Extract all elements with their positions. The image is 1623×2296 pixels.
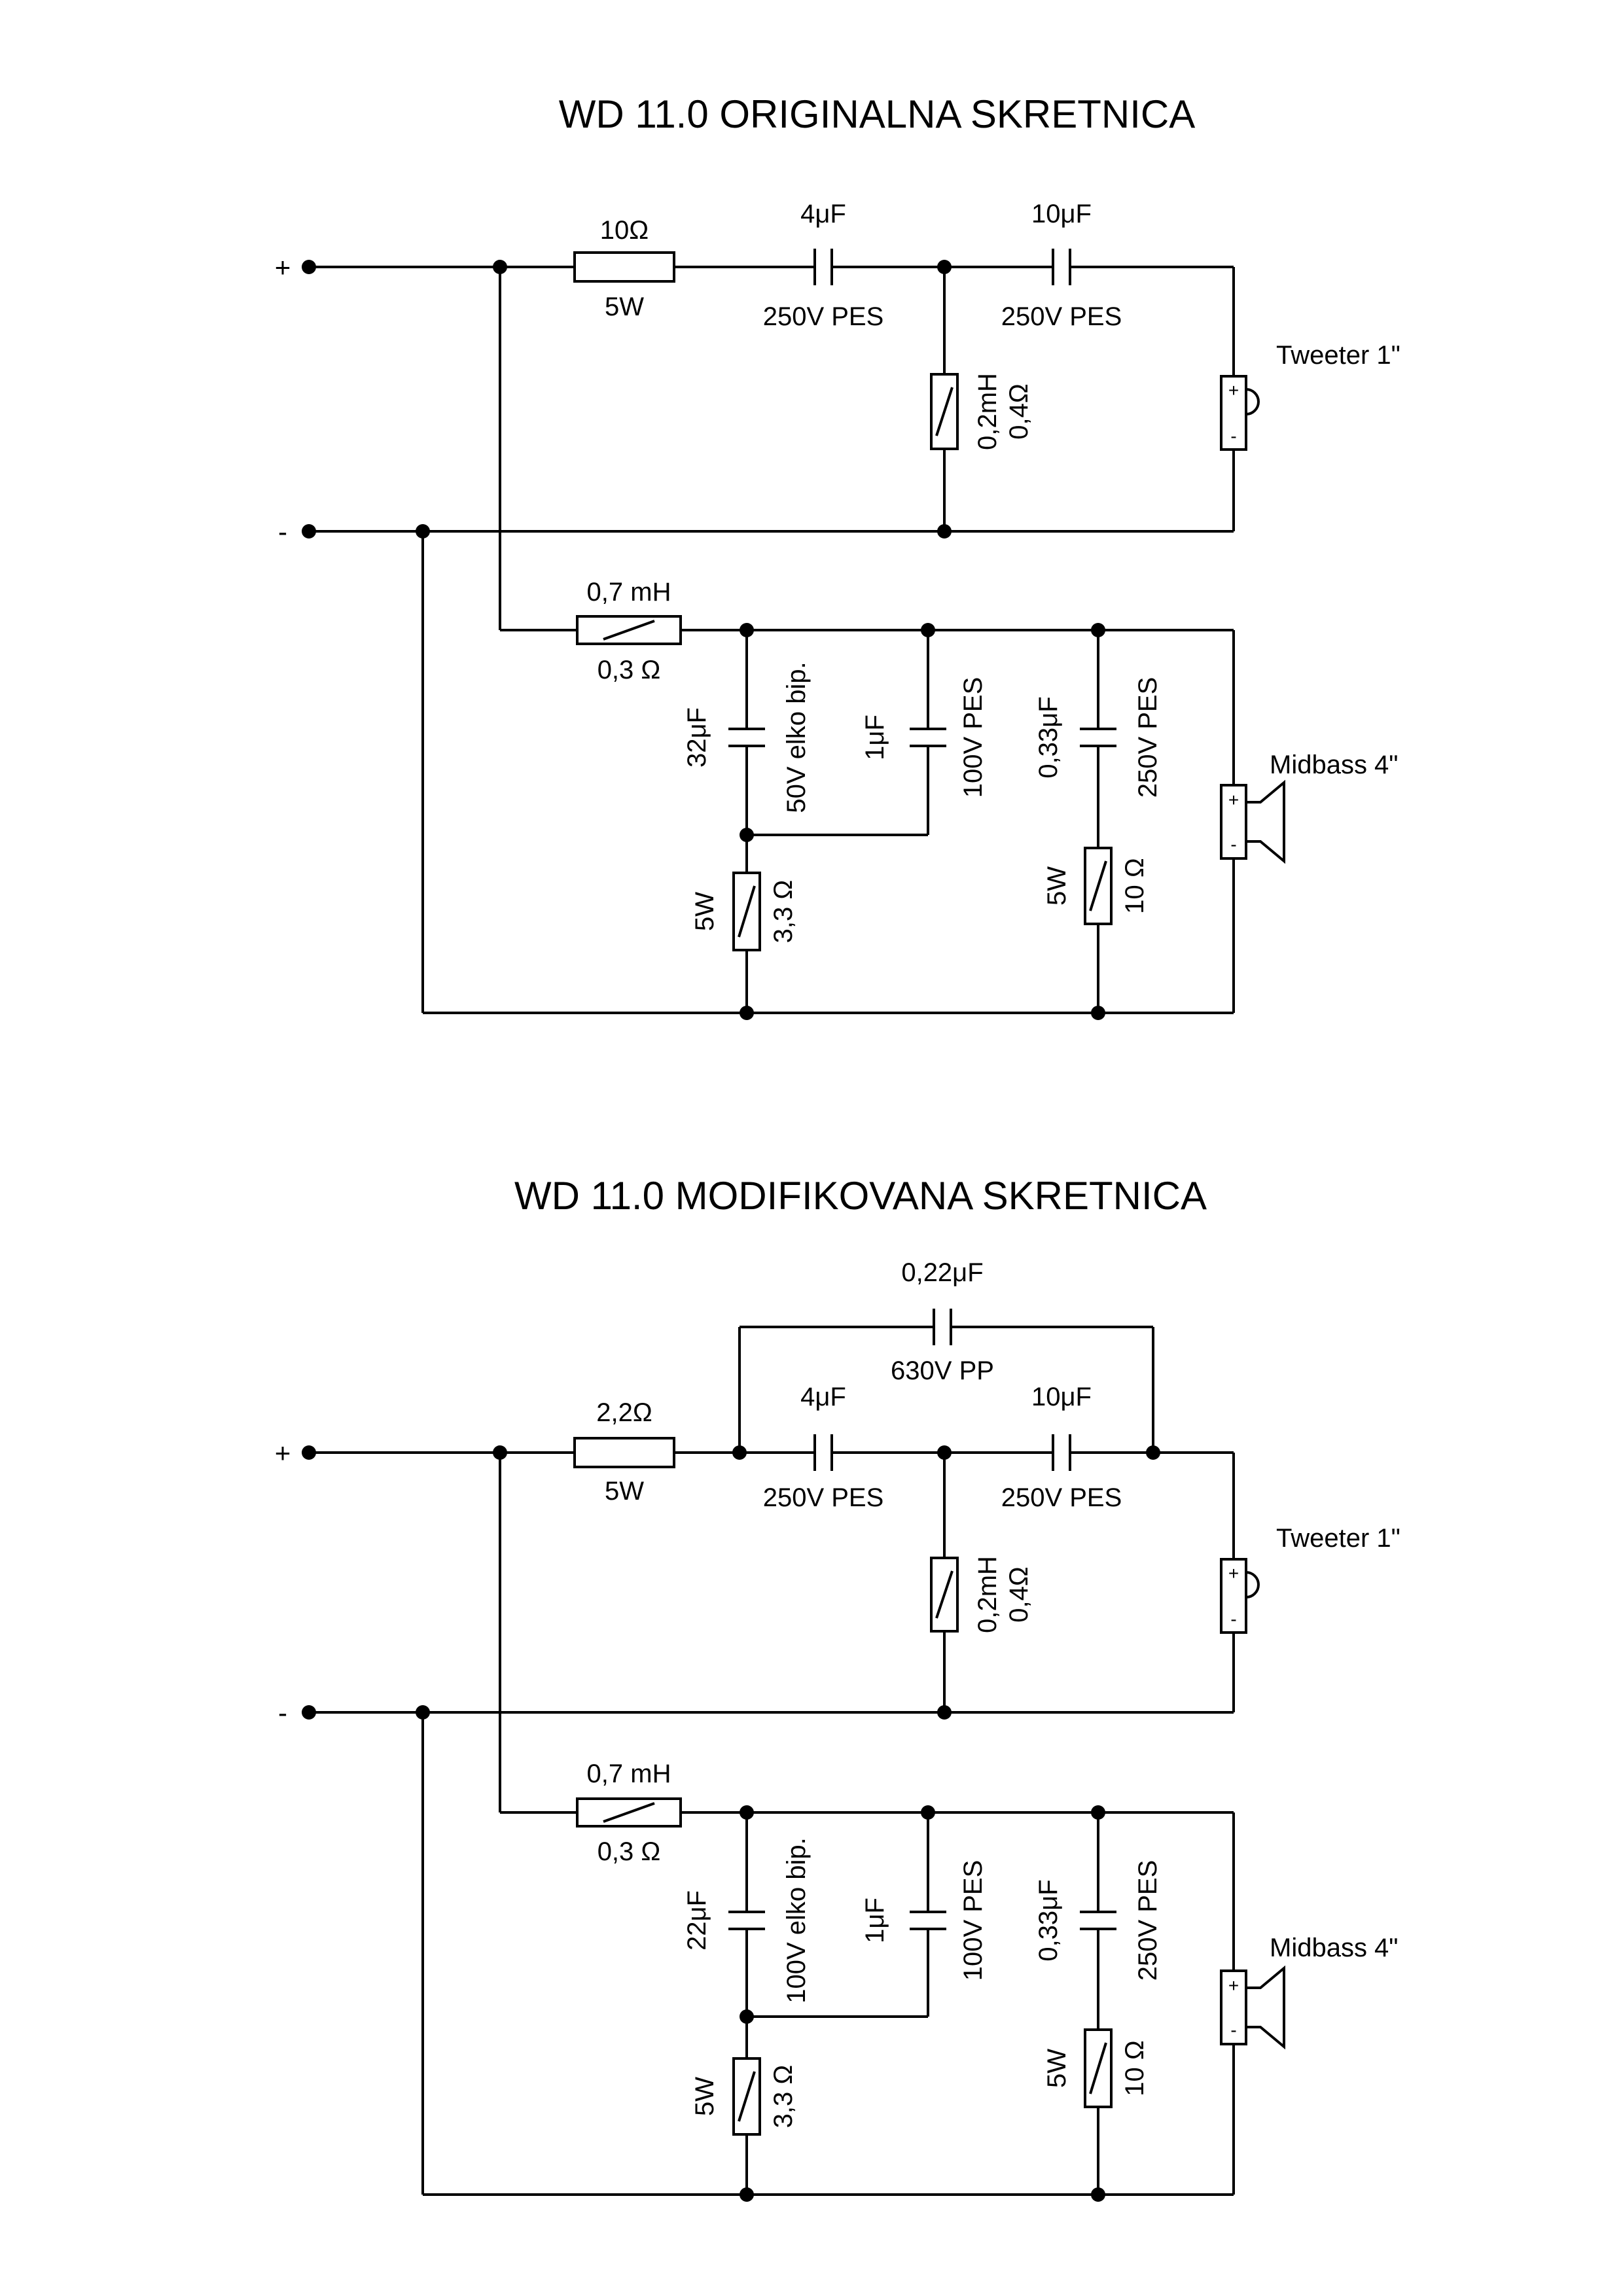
svg-text:0,4Ω: 0,4Ω: [1005, 383, 1033, 440]
tweeter-label: Tweeter 1": [1276, 341, 1400, 370]
svg-text:10 Ω: 10 Ω: [1120, 2040, 1149, 2096]
svg-text:22μF: 22μF: [683, 1890, 711, 1951]
svg-text:630V PP: 630V PP: [891, 1356, 994, 1385]
svg-text:1μF: 1μF: [861, 715, 889, 760]
midbass-series-inductor: 0,7 mH 0,3 Ω: [576, 1759, 682, 1866]
svg-text:-: -: [1230, 2020, 1236, 2040]
svg-text:10μF: 10μF: [1031, 1383, 1092, 1411]
tweeter-shunt-inductor: 0,2mH 0,4Ω: [930, 373, 1033, 450]
modified-title: WD 11.0 MODIFIKOVANA SKRETNICA: [514, 1174, 1207, 1218]
svg-text:5W: 5W: [605, 292, 644, 321]
modified-crossover-schematic: WD 11.0 MODIFIKOVANA SKRETNICA: [275, 1174, 1400, 2202]
midbass-driver: + - Midbass 4": [1220, 1934, 1399, 2050]
svg-text:5W: 5W: [1043, 866, 1071, 906]
svg-text:100V PES: 100V PES: [959, 1860, 988, 1981]
tweeter-capacitor-10uf: 10μF 250V PES: [1001, 1383, 1122, 1512]
tweeter-driver: + - Tweeter 1": [1220, 341, 1400, 451]
midbass-capacitor-32uf: 32μF 50V elko bip.: [683, 662, 811, 813]
svg-text:10μF: 10μF: [1031, 200, 1092, 228]
midbass-resistor-10-ohm: 5W 10 Ω: [1043, 847, 1149, 925]
tweeter-shunt-inductor: 0,2mH 0,4Ω: [930, 1556, 1033, 1633]
midbass-resistor-3-3-ohm: 5W 3,3 Ω: [690, 872, 798, 951]
bypass-capacitor-0-22uf: 0,22μF 630V PP: [891, 1258, 994, 1385]
midbass-capacitor-0-33uf: 0,33μF 250V PES: [1034, 677, 1162, 798]
midbass-resistor-3-3-ohm: 5W 3,3 Ω: [690, 2057, 798, 2136]
tweeter-capacitor-4uf: 4μF 250V PES: [763, 1383, 884, 1512]
midbass-capacitor-0-33uf: 0,33μF 250V PES: [1034, 1860, 1162, 1981]
original-title: WD 11.0 ORIGINALNA SKRETNICA: [559, 92, 1195, 136]
svg-text:100V PES: 100V PES: [959, 677, 988, 798]
svg-text:2,2Ω: 2,2Ω: [596, 1398, 652, 1427]
tweeter-driver: + - Tweeter 1": [1220, 1524, 1400, 1634]
svg-text:32μF: 32μF: [683, 707, 711, 768]
svg-text:250V PES: 250V PES: [1133, 1860, 1162, 1981]
svg-text:10Ω: 10Ω: [600, 216, 649, 245]
svg-text:4μF: 4μF: [800, 200, 846, 228]
svg-text:250V PES: 250V PES: [763, 302, 884, 331]
svg-text:250V PES: 250V PES: [1001, 302, 1122, 331]
plus-terminal-label: +: [275, 252, 291, 283]
tweeter-capacitor-4uf: 4μF 250V PES: [763, 200, 884, 331]
svg-text:+: +: [1228, 790, 1239, 810]
svg-text:0,2mH: 0,2mH: [973, 373, 1002, 450]
svg-text:0,33μF: 0,33μF: [1034, 696, 1063, 778]
svg-text:0,33μF: 0,33μF: [1034, 1879, 1063, 1961]
svg-text:5W: 5W: [690, 892, 719, 931]
svg-text:10 Ω: 10 Ω: [1120, 858, 1149, 914]
svg-text:5W: 5W: [605, 1477, 644, 1506]
svg-text:+: +: [1228, 1975, 1239, 1996]
midbass-capacitor-1uf: 1μF 100V PES: [861, 1860, 988, 1981]
svg-text:+: +: [1228, 1563, 1239, 1583]
series-resistor: 2,2Ω 5W: [573, 1398, 675, 1506]
original-junction-dots: [302, 260, 1105, 1020]
series-resistor: 10Ω 5W: [573, 216, 675, 321]
plus-terminal-label: +: [275, 1438, 291, 1468]
original-wires: [309, 266, 1235, 1014]
svg-text:0,7 mH: 0,7 mH: [587, 578, 671, 607]
minus-terminal: [302, 524, 316, 539]
svg-text:250V PES: 250V PES: [1001, 1483, 1122, 1512]
svg-text:+: +: [1228, 380, 1239, 400]
svg-text:3,3 Ω: 3,3 Ω: [769, 880, 798, 944]
svg-text:5W: 5W: [1043, 2049, 1071, 2088]
tweeter-label: Tweeter 1": [1276, 1524, 1400, 1553]
svg-text:50V elko bip.: 50V elko bip.: [782, 662, 811, 813]
midbass-capacitor-22uf: 22μF 100V elko bip.: [683, 1837, 811, 2004]
svg-text:0,7 mH: 0,7 mH: [587, 1759, 671, 1788]
svg-text:250V PES: 250V PES: [763, 1483, 884, 1512]
midbass-resistor-10-ohm: 5W 10 Ω: [1043, 2028, 1149, 2108]
minus-terminal-label: -: [278, 516, 287, 547]
svg-text:5W: 5W: [690, 2077, 719, 2116]
svg-text:1μF: 1μF: [861, 1898, 889, 1943]
midbass-label: Midbass 4": [1270, 751, 1399, 779]
original-crossover-schematic: WD 11.0 ORIGINALNA SKRETNICA: [275, 92, 1400, 1020]
svg-text:0,22μF: 0,22μF: [901, 1258, 983, 1287]
plus-terminal: [302, 260, 316, 274]
midbass-label: Midbass 4": [1270, 1934, 1399, 1962]
svg-text:-: -: [1230, 834, 1236, 855]
plus-terminal: [302, 1445, 316, 1460]
midbass-series-inductor: 0,7 mH 0,3 Ω: [576, 578, 682, 684]
svg-text:-: -: [1230, 426, 1236, 446]
svg-text:0,3 Ω: 0,3 Ω: [597, 656, 661, 684]
svg-text:250V PES: 250V PES: [1133, 677, 1162, 798]
svg-text:100V elko bip.: 100V elko bip.: [782, 1837, 811, 2004]
tweeter-capacitor-10uf: 10μF 250V PES: [1001, 200, 1122, 331]
midbass-capacitor-1uf: 1μF 100V PES: [861, 677, 988, 798]
svg-text:0,4Ω: 0,4Ω: [1005, 1566, 1033, 1623]
modified-junction-dots: [302, 1445, 1160, 2202]
svg-text:0,2mH: 0,2mH: [973, 1556, 1002, 1633]
svg-text:-: -: [1230, 1609, 1236, 1629]
midbass-driver: + - Midbass 4": [1220, 751, 1399, 864]
minus-terminal: [302, 1705, 316, 1720]
svg-text:0,3 Ω: 0,3 Ω: [597, 1837, 661, 1866]
svg-text:3,3 Ω: 3,3 Ω: [769, 2065, 798, 2128]
svg-text:4μF: 4μF: [800, 1383, 846, 1411]
minus-terminal-label: -: [278, 1697, 287, 1728]
